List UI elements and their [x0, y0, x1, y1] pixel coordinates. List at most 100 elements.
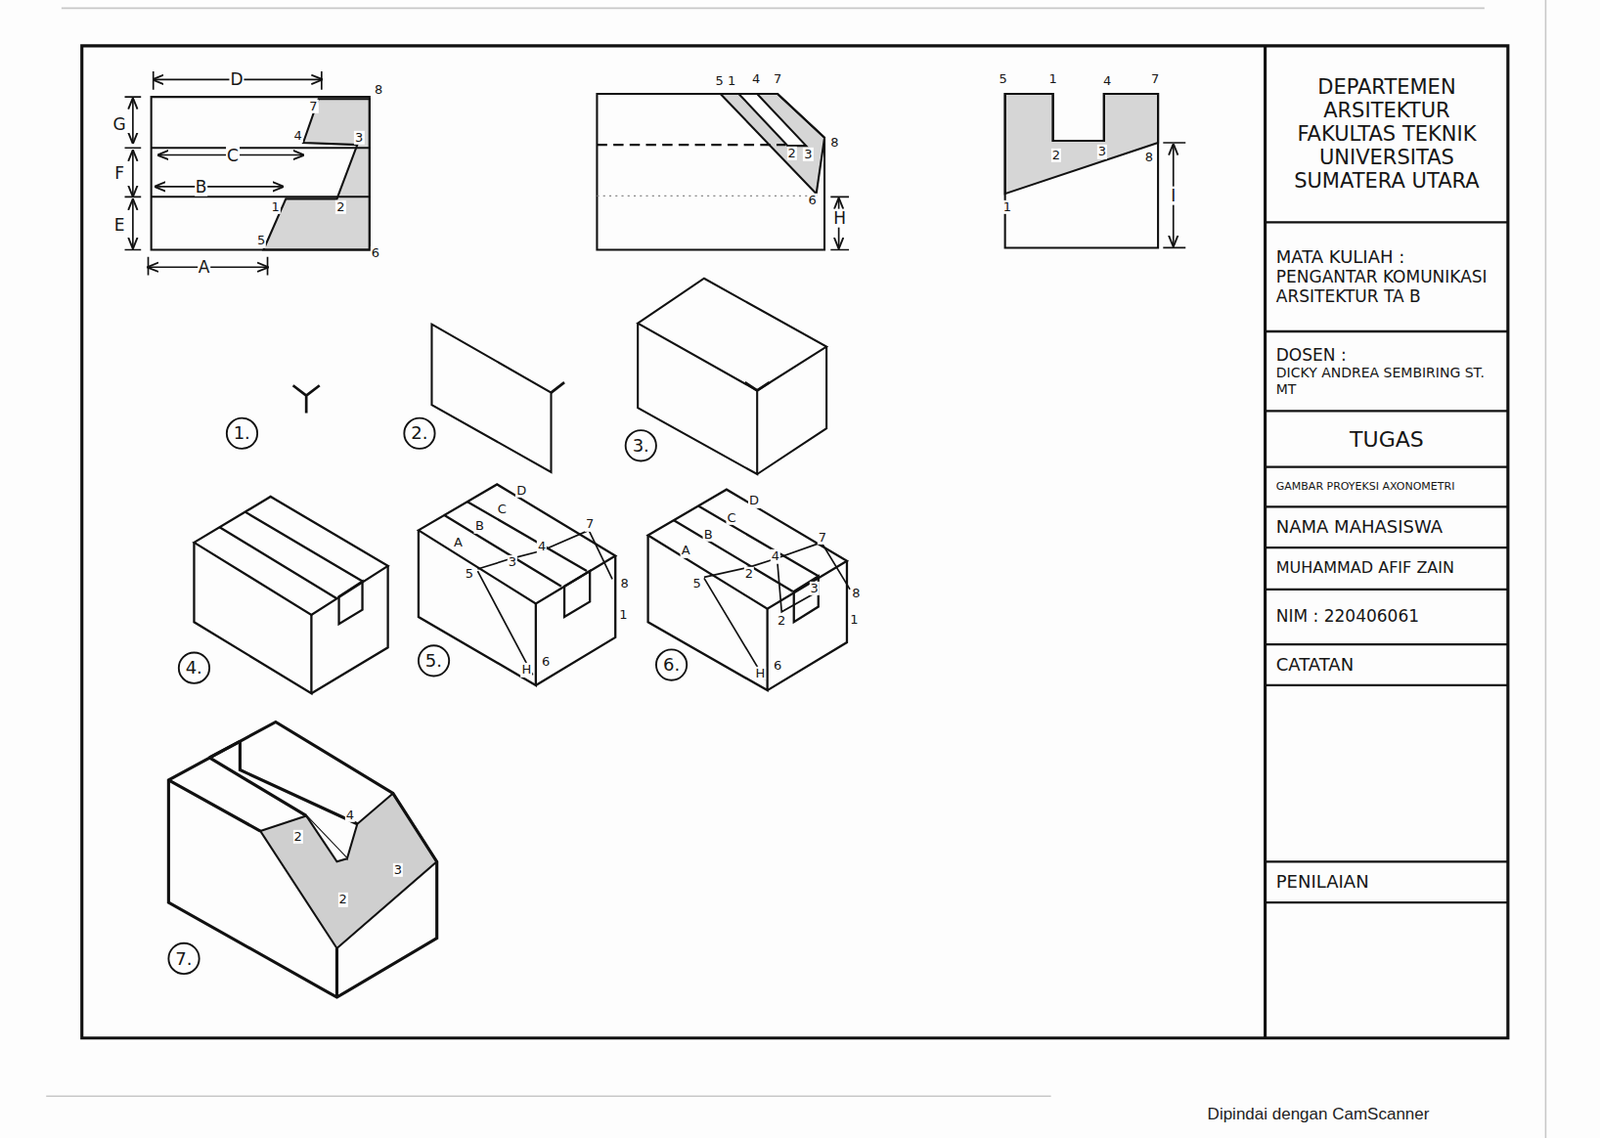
- step-7-object: [168, 721, 437, 998]
- top-view: [151, 147, 370, 197]
- scan-edges: [45, 0, 1546, 1138]
- dimension-label: D: [229, 70, 245, 89]
- axis-symbol: [293, 385, 320, 413]
- callout-number: 6: [370, 246, 381, 261]
- step-6-box: [648, 535, 768, 692]
- callout-number: 8: [373, 83, 384, 97]
- dimension-lines: [132, 150, 134, 196]
- callout-number: 6: [540, 655, 551, 669]
- title-block-grid: [1265, 222, 1509, 903]
- title-block-cell: CATATAN: [1267, 646, 1507, 684]
- callout-number: 2: [335, 200, 346, 215]
- dimension-lines: [153, 71, 322, 90]
- callout-number: 3: [802, 146, 813, 161]
- step-6-box: [648, 489, 847, 610]
- step-number-circles: [178, 653, 210, 684]
- cell-text: CATATAN: [1276, 655, 1498, 676]
- cell-text: PENGANTAR KOMUNIKASI ARSITEKTUR TA B: [1276, 267, 1498, 307]
- top-view: [151, 96, 370, 250]
- step-number: 5.: [424, 651, 444, 671]
- title-block-cell: MUHAMMAD AFIF ZAIN: [1267, 549, 1507, 588]
- callout-number: 7: [1150, 72, 1160, 87]
- callout-number: 4: [751, 72, 761, 87]
- callout-number: 2: [293, 829, 304, 844]
- top-view: [263, 98, 369, 250]
- step-3-box: [756, 347, 827, 475]
- cell-text: MATA KULIAH :: [1276, 247, 1498, 268]
- title-block-cell: TUGAS: [1267, 412, 1507, 465]
- scan-edges: [45, 1095, 1051, 1098]
- dimension-lines: [155, 185, 283, 188]
- sheet-frame: [82, 45, 1509, 1039]
- callout-number: 2: [744, 567, 755, 581]
- cell-text: DICKY ANDREA SEMBIRING ST. MT: [1276, 364, 1498, 397]
- step-4-box: [220, 512, 363, 600]
- callout-number: 3: [1097, 144, 1108, 159]
- side-view: [1005, 93, 1158, 248]
- step-number-circles: [403, 418, 435, 449]
- callout-number: A: [452, 535, 464, 550]
- step-5-box: [564, 571, 590, 618]
- step-6-box: [704, 542, 850, 681]
- title-block-cell: DOSEN :DICKY ANDREA SEMBIRING ST. MT: [1267, 333, 1507, 409]
- dimension-label: B: [194, 177, 209, 197]
- step-2-plane: [431, 324, 565, 473]
- step-5-box: [444, 501, 587, 587]
- top-view: [151, 96, 370, 250]
- callout-number: 2: [337, 892, 348, 907]
- callout-number: D: [748, 493, 760, 508]
- step-number-circles: [418, 645, 449, 676]
- step-7-object: [168, 721, 437, 998]
- callout-number: 5: [713, 74, 724, 89]
- callout-number: 5: [997, 72, 1008, 87]
- callout-number: D: [515, 484, 528, 498]
- front-view: [596, 195, 811, 197]
- dimension-label: F: [113, 164, 126, 183]
- callout-number: H: [754, 666, 766, 680]
- callout-number: 4: [1102, 74, 1112, 89]
- side-view: [1005, 93, 1158, 194]
- callout-number: 1: [270, 200, 281, 215]
- step-6-box: [794, 576, 819, 623]
- callout-number: 5: [691, 577, 702, 591]
- front-view: [596, 93, 825, 251]
- callout-number: 5: [256, 233, 267, 248]
- callout-number: 2: [787, 145, 798, 160]
- step-number-circles: [168, 418, 687, 975]
- step-number-circles: [168, 943, 199, 975]
- front-view: [596, 143, 786, 146]
- step-4-box: [193, 542, 312, 694]
- callout-number: 7: [584, 517, 595, 532]
- callout-number: 7: [308, 98, 318, 113]
- title-block-cell: NIM : 220406061: [1267, 591, 1507, 643]
- callout-number: 8: [829, 135, 840, 150]
- step-4-box: [193, 496, 388, 694]
- dimension-lines: [132, 199, 134, 248]
- step-5-box: [418, 484, 616, 604]
- cell-text: GAMBAR PROYEKSI AXONOMETRI: [1276, 481, 1498, 494]
- step-7-object: [260, 793, 437, 949]
- callout-number: 1: [1048, 72, 1059, 87]
- step-number-circles: [625, 430, 657, 461]
- callout-number: 1: [618, 608, 628, 623]
- cell-text: DOSEN :: [1276, 346, 1498, 366]
- step-3-box: [637, 278, 827, 475]
- step-6-box: [648, 489, 851, 691]
- callout-number: 4: [293, 129, 304, 143]
- callout-number: A: [680, 543, 692, 558]
- step-7-object: [168, 741, 357, 998]
- callout-number: 1: [1002, 200, 1013, 215]
- title-block-cell: NAMA MAHASISWA: [1267, 509, 1507, 547]
- scan-edges: [61, 7, 1485, 10]
- front-view: [738, 93, 806, 146]
- callout-number: 6: [806, 192, 817, 207]
- step-number: 7.: [174, 949, 193, 970]
- callout-number: 3: [393, 863, 403, 878]
- callout-number: C: [496, 501, 508, 516]
- step-4-box: [193, 496, 388, 616]
- callout-number: 8: [850, 586, 861, 601]
- step-5-box: [477, 530, 613, 675]
- callout-number: 5: [464, 567, 475, 581]
- callout-number: 1: [726, 74, 737, 89]
